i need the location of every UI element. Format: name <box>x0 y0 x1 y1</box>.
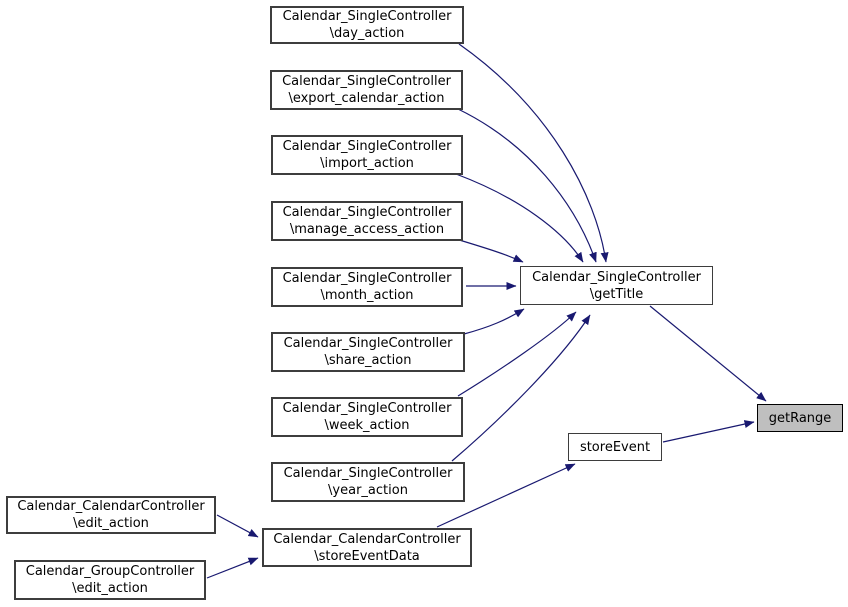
edge-group_edit_action-to-storeEventData <box>206 557 259 579</box>
node-week_action[interactable]: Calendar_SingleController \week_action <box>271 397 463 437</box>
node-getRange: getRange <box>757 404 843 432</box>
node-storeEvent[interactable]: storeEvent <box>568 433 662 461</box>
node-import_action[interactable]: Calendar_SingleController \import_action <box>271 135 463 175</box>
edge-import_action-to-getTitle <box>455 173 584 263</box>
node-export_calendar_action[interactable]: Calendar_SingleController \export_calend… <box>270 70 463 110</box>
node-calendar_edit_action[interactable]: Calendar_CalendarController \edit_action <box>6 496 216 534</box>
node-storeEventData[interactable]: Calendar_CalendarController \storeEventD… <box>262 528 472 567</box>
edge-share_action-to-getTitle <box>463 308 525 335</box>
edge-manage_access_action-to-getTitle <box>455 238 524 263</box>
node-year_action[interactable]: Calendar_SingleController \year_action <box>271 462 465 502</box>
edge-calendar_edit_action-to-storeEventData <box>216 514 259 538</box>
node-day_action[interactable]: Calendar_SingleController \day_action <box>270 6 464 44</box>
edge-week_action-to-getTitle <box>457 311 577 397</box>
node-manage_access_action[interactable]: Calendar_SingleController \manage_access… <box>271 201 463 241</box>
edge-getTitle-to-getRange <box>649 305 767 402</box>
node-share_action[interactable]: Calendar_SingleController \share_action <box>271 332 465 372</box>
node-group_edit_action[interactable]: Calendar_GroupController \edit_action <box>14 560 206 600</box>
node-month_action[interactable]: Calendar_SingleController \month_action <box>271 267 463 307</box>
edge-export_calendar_action-to-getTitle <box>457 108 597 263</box>
edge-storeEvent-to-getRange <box>662 420 755 443</box>
edge-day_action-to-getTitle <box>458 43 609 263</box>
node-getTitle[interactable]: Calendar_SingleController \getTitle <box>520 266 713 305</box>
